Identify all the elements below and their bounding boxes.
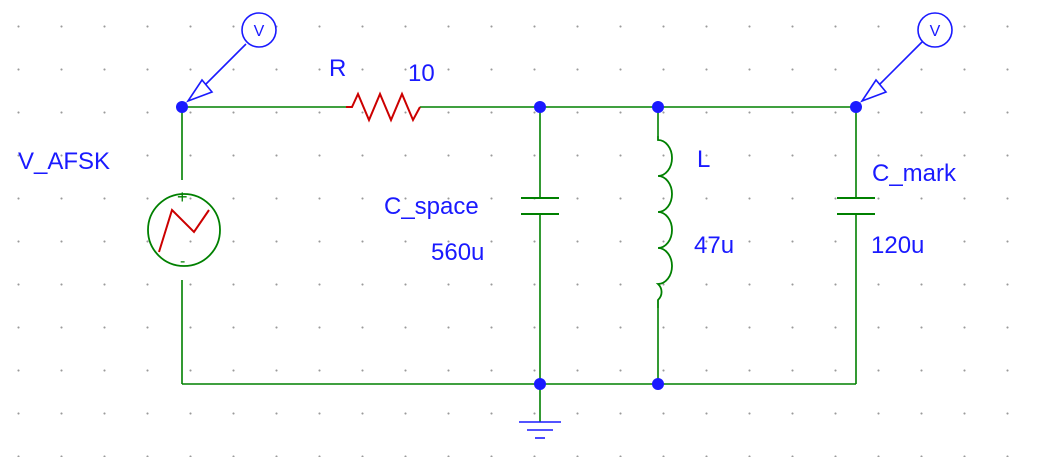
resistor-value-label: 10 [408, 60, 435, 87]
source-plus: + [177, 187, 188, 207]
voltage-probe-right[interactable]: V [859, 12, 953, 103]
resistor-name-label: R [329, 55, 347, 82]
junction-dot [534, 101, 546, 113]
junction-dot [850, 101, 862, 113]
cap-space-symbol [521, 197, 559, 215]
junctions [176, 101, 862, 390]
cap-space-value-label: 560u [431, 239, 485, 266]
junction-dot [534, 378, 546, 390]
cap-space-name-label: C_space [384, 193, 479, 220]
inductor-name-label: L [697, 146, 711, 173]
wires [181, 106, 857, 422]
source-name-label: V_AFSK [18, 148, 111, 175]
inductor-value-label: 47u [694, 232, 735, 259]
ground-symbol [519, 421, 561, 439]
cap-mark-value-label: 120u [871, 232, 925, 259]
cap-mark-name-label: C_mark [872, 160, 957, 187]
junction-dot [176, 101, 188, 113]
junction-dot [652, 378, 664, 390]
probe-v-label: V [930, 23, 941, 40]
probe-v-label: V [254, 23, 265, 40]
source-minus: - [180, 253, 185, 270]
inductor-symbol [655, 136, 673, 308]
cap-mark-symbol [837, 197, 875, 215]
junction-dot [652, 101, 664, 113]
voltage-probe-left[interactable]: V [185, 12, 277, 103]
source-symbol: + - [147, 187, 221, 270]
resistor-symbol [346, 91, 421, 123]
